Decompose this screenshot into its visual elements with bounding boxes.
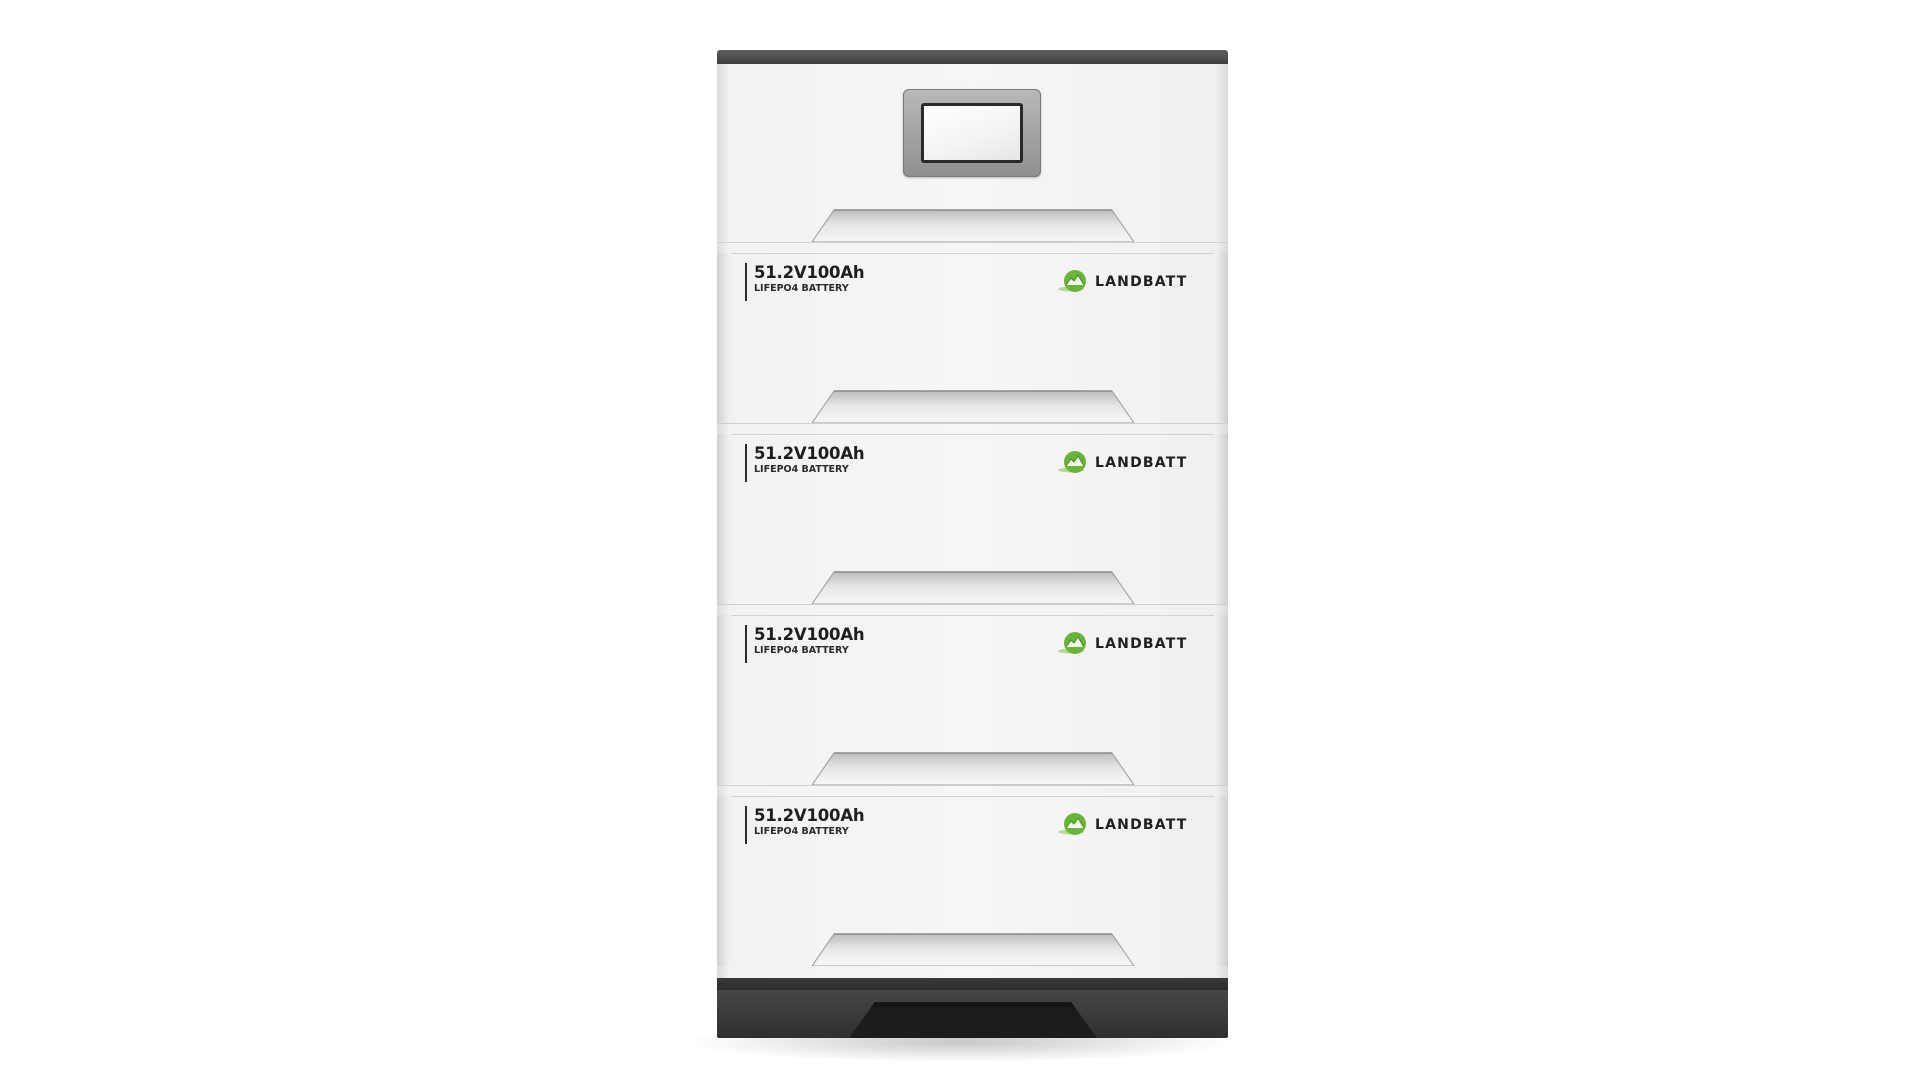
spec-label: 51.2V100Ah LIFEPO4 BATTERY [745,806,865,844]
display-screen-icon [903,89,1041,177]
battery-module: 51.2V100Ah LIFEPO4 BATTERY LANDBATT [717,423,1228,604]
display-screen [921,103,1023,163]
module-side [1214,253,1228,423]
module-side [717,796,731,966]
brand-name: LANDBATT [1095,455,1188,471]
spec-label: 51.2V100Ah LIFEPO4 BATTERY [745,263,865,301]
battery-module: 51.2V100Ah LIFEPO4 BATTERY LANDBATT [717,785,1228,966]
base-foot-notch [849,1002,1097,1038]
module-seam [731,434,1214,435]
module-side [717,253,731,423]
voltage-capacity: 51.2V100Ah [754,444,865,463]
voltage-capacity: 51.2V100Ah [754,625,865,644]
brand-name: LANDBATT [1095,636,1188,652]
control-module [717,64,1228,242]
module-side [1214,796,1228,966]
module-seam [731,253,1214,254]
module-seam [731,796,1214,797]
module-side [1214,615,1228,785]
module-seam [731,615,1214,616]
handle-recess [812,932,1134,966]
handle-recess [812,389,1134,423]
module-side [717,434,731,604]
brand-mark: LANDBATT [1057,810,1188,840]
battery-module: 51.2V100Ah LIFEPO4 BATTERY LANDBATT [717,242,1228,423]
handle-recess [812,570,1134,604]
landbatt-logo-icon [1058,813,1086,835]
battery-cabinet: 51.2V100Ah LIFEPO4 BATTERY LANDBATT [717,50,1228,1038]
chemistry-label: LIFEPO4 BATTERY [754,645,849,656]
brand-name: LANDBATT [1095,817,1188,833]
chemistry-label: LIFEPO4 BATTERY [754,464,849,475]
top-cap [717,50,1228,64]
voltage-capacity: 51.2V100Ah [754,263,865,282]
landbatt-logo-icon [1058,451,1086,473]
module-side [717,615,731,785]
landbatt-logo-icon [1058,270,1086,292]
brand-mark: LANDBATT [1057,629,1188,659]
spec-label: 51.2V100Ah LIFEPO4 BATTERY [745,625,865,663]
landbatt-logo-icon [1058,632,1086,654]
brand-name: LANDBATT [1095,274,1188,290]
voltage-capacity: 51.2V100Ah [754,806,865,825]
spec-label: 51.2V100Ah LIFEPO4 BATTERY [745,444,865,482]
handle-recess [812,751,1134,785]
brand-mark: LANDBATT [1057,448,1188,478]
chemistry-label: LIFEPO4 BATTERY [754,283,849,294]
brand-mark: LANDBATT [1057,267,1188,297]
base-rail [717,978,1228,990]
module-side [1214,434,1228,604]
battery-module: 51.2V100Ah LIFEPO4 BATTERY LANDBATT [717,604,1228,785]
cabinet-base [717,978,1228,1038]
handle-recess [812,208,1134,242]
chemistry-label: LIFEPO4 BATTERY [754,826,849,837]
